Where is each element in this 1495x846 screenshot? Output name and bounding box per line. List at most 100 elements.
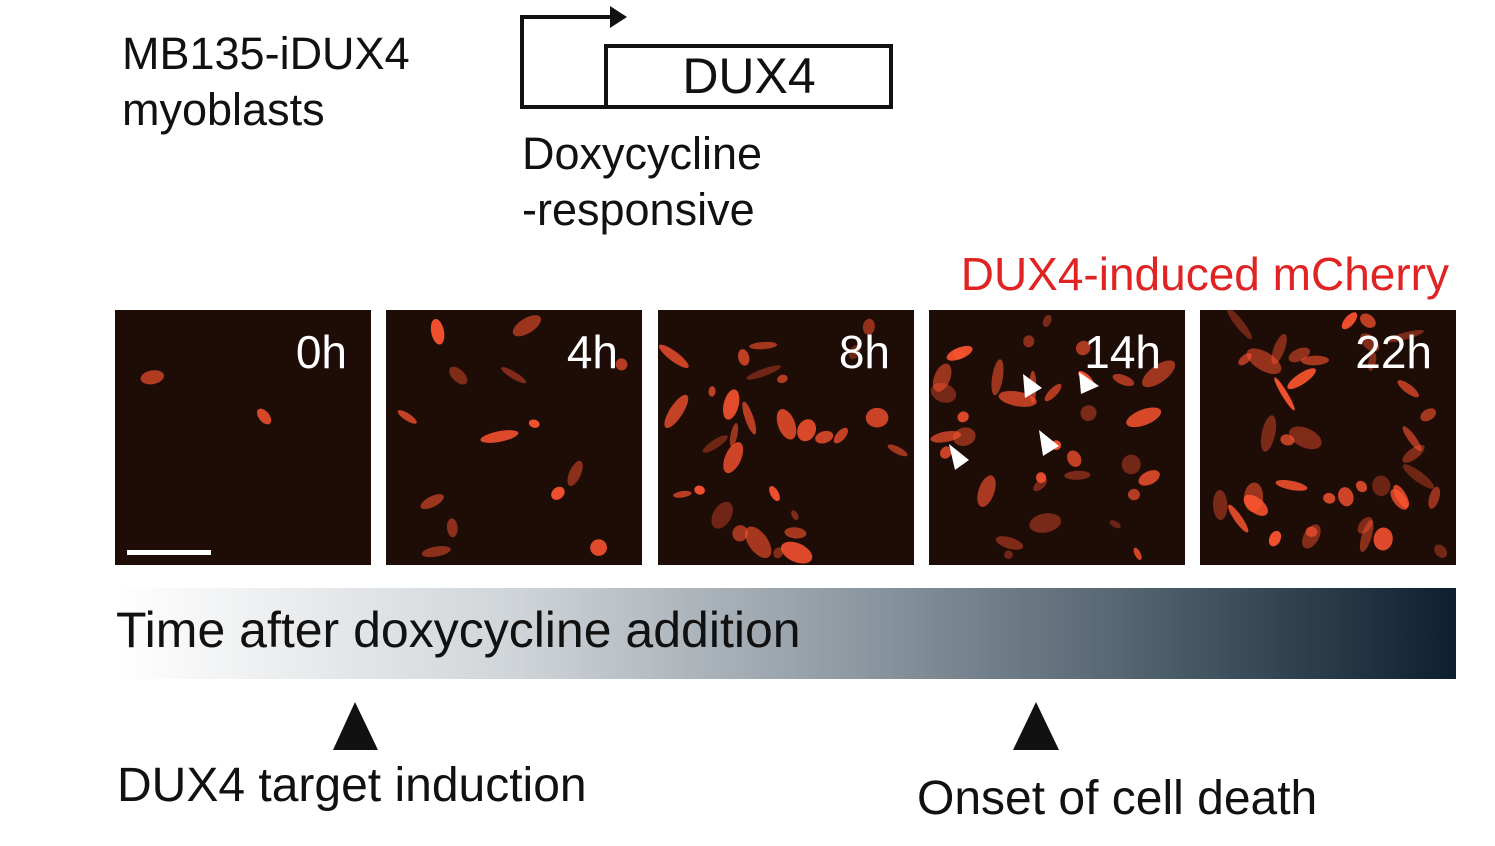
transcription-start-arrow	[610, 6, 627, 28]
cell-layer	[930, 314, 1176, 560]
fluorescent-cell	[1357, 517, 1373, 534]
time-label: 22h	[1355, 326, 1432, 378]
fluorescent-cell	[1023, 335, 1035, 348]
fluorescent-cell	[1397, 380, 1419, 398]
fluorescent-cell	[1372, 475, 1391, 497]
fluorescent-cell	[780, 541, 813, 564]
fluorescent-cell	[1260, 415, 1277, 452]
fluorescent-cell	[615, 358, 628, 371]
fluorescent-cell	[512, 315, 542, 337]
fluorescent-cell	[420, 494, 444, 510]
fluorescent-cell	[1126, 407, 1162, 428]
fluorescent-cell	[1341, 312, 1358, 330]
fluorescent-cell	[480, 430, 519, 443]
fluorescent-cell	[397, 410, 417, 424]
promoter-label: Doxycycline -responsive	[522, 126, 762, 238]
fluorescent-cell	[732, 525, 748, 542]
triangle-marker-icon	[333, 702, 378, 750]
fluorescent-cell	[833, 427, 849, 444]
fluorescent-cell	[746, 365, 781, 380]
fluorescent-cell	[791, 510, 799, 521]
fluorescent-cell	[777, 374, 788, 384]
fluorescent-cell	[930, 431, 962, 443]
triangle-marker-icon	[1013, 702, 1059, 750]
fluorescent-cell	[702, 435, 728, 453]
fluorescent-cell	[1428, 486, 1441, 509]
fluorescent-cell	[815, 430, 834, 444]
fluorescent-cell	[1042, 314, 1052, 328]
fluorescent-cell	[1302, 524, 1321, 549]
micrograph-22h: 22h	[1200, 310, 1456, 565]
fluorescent-cell	[1402, 464, 1435, 489]
cell-layer	[397, 315, 628, 558]
fluorescent-cell	[256, 408, 272, 425]
scale-bar	[127, 550, 211, 555]
arrowhead-icon	[1079, 372, 1099, 394]
time-label: 14h	[1084, 326, 1161, 378]
fluorescent-cell	[1109, 520, 1121, 529]
fluorescent-cell	[1138, 470, 1160, 486]
fluorescent-cell	[528, 419, 540, 428]
arrowheads	[949, 372, 1099, 470]
fluorescent-cell	[1075, 340, 1091, 356]
reporter-label: DUX4-induced mCherry	[960, 248, 1449, 300]
micrograph-0h: 0h	[115, 310, 371, 565]
fluorescent-cell	[744, 526, 772, 559]
fluorescent-cell	[1112, 373, 1135, 387]
fluorescent-cell	[1402, 426, 1422, 452]
fluorescent-cell	[995, 536, 1024, 550]
arrowhead-icon	[1023, 374, 1042, 398]
fluorescent-cell	[742, 401, 757, 435]
micrograph-14h: 14h	[929, 310, 1185, 565]
fluorescent-cell	[446, 518, 458, 538]
arrowhead-icon	[949, 444, 969, 470]
fluorescent-cell	[887, 444, 908, 457]
fluorescent-cell	[1368, 352, 1377, 371]
fluorescent-cell	[784, 527, 807, 539]
micrograph-4h: 4h	[386, 310, 642, 565]
promoter-bracket	[520, 15, 612, 109]
fluorescent-cell	[1044, 383, 1062, 402]
gene-box	[604, 44, 893, 109]
fluorescent-cell	[1067, 450, 1082, 467]
fluorescent-cell	[1323, 492, 1336, 504]
fluorescent-cell	[749, 341, 778, 350]
fluorescent-cell	[421, 546, 451, 558]
fluorescent-cell	[673, 490, 692, 498]
fluorescent-cell	[1434, 544, 1448, 558]
fluorescent-cell	[723, 442, 744, 474]
fluorescent-cell	[1274, 377, 1295, 411]
fluorescent-cell	[848, 344, 861, 360]
fluorescent-cell	[1390, 489, 1408, 510]
fluorescent-cell	[1029, 513, 1062, 533]
micrograph-8h: 8h	[658, 310, 914, 565]
promoter-label-line2: -responsive	[522, 184, 755, 235]
fluorescent-cell	[729, 423, 739, 447]
cell-layer	[1212, 310, 1448, 558]
cell-line-name: MB135-iDUX4	[122, 28, 410, 79]
fluorescent-cell	[1128, 488, 1140, 501]
fluorescent-cell	[1301, 355, 1329, 366]
fluorescent-cell	[1238, 353, 1252, 366]
fluorescent-cell	[1280, 434, 1295, 446]
fluorescent-cell	[1359, 520, 1374, 552]
fluorescent-cell	[664, 394, 689, 429]
fluorescent-cell	[1271, 333, 1287, 365]
fluorescent-cell	[940, 446, 952, 459]
fluorescent-cell	[1226, 310, 1252, 340]
fluorescent-cell	[1121, 454, 1141, 475]
fluorescent-cell	[737, 349, 750, 366]
promoter-label-line1: Doxycycline	[522, 128, 763, 179]
fluorescent-cell	[723, 389, 740, 420]
fluorescent-cell	[797, 419, 817, 442]
fluorescent-cell	[991, 359, 1004, 396]
cell-line-type: myoblasts	[122, 84, 325, 135]
fluorescent-cell	[1142, 360, 1176, 388]
marker-label-cell-death: Onset of cell death	[917, 772, 1318, 825]
fluorescent-cell	[932, 363, 952, 392]
fluorescent-cell	[1228, 504, 1249, 533]
fluorescent-cell	[1080, 405, 1097, 421]
cell-layer	[658, 318, 908, 564]
fluorescent-cell	[1033, 478, 1048, 492]
